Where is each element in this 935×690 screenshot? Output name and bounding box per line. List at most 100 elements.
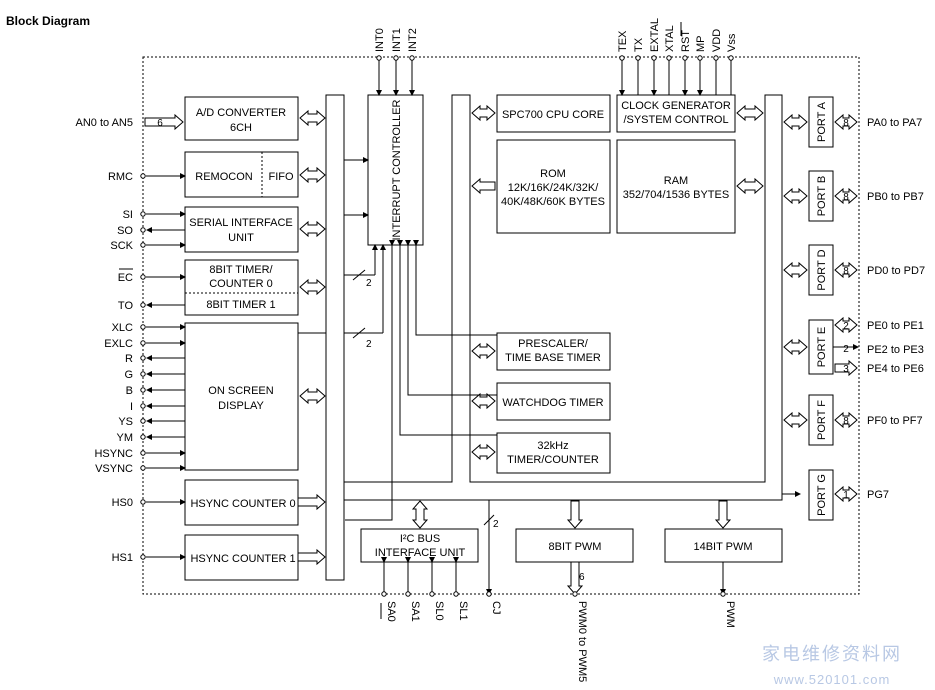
bottom-pin-label: SA1	[409, 601, 421, 622]
pin-labels: AN0 to AN5RMCSISOSCKECTOXLCEXLCRGBIYSYMH…	[76, 18, 926, 682]
bottom-pin-label: SL0	[433, 601, 445, 621]
bottom-pin-label: PWM0 to PWM5	[576, 601, 588, 682]
right-pin-label: PA0 to PA7	[867, 117, 922, 129]
pin-marker	[409, 55, 415, 61]
hsync-counter-1-block: HSYNC COUNTER 1	[184, 534, 299, 581]
port-e-block: PORT E	[808, 319, 834, 375]
pin-marker	[140, 340, 146, 346]
pin-marker	[140, 403, 146, 409]
top-pin-label: VDD	[711, 29, 723, 52]
clock-generator-block: CLOCK GENERATOR /SYSTEM CONTROL	[616, 94, 736, 133]
svg-text:PORT A: PORT A	[816, 101, 828, 142]
timer-block: 8BIT TIMER/ COUNTER 0 8BIT TIMER 1	[184, 259, 299, 316]
bus-width-portd: 8	[843, 266, 849, 277]
svg-text:ROM: ROM	[540, 168, 566, 180]
port-g-pin-arrow	[834, 485, 858, 503]
pin-marker	[728, 55, 734, 61]
pin-marker	[140, 355, 146, 361]
pin-marker	[140, 418, 146, 424]
svg-text:8BIT TIMER 1: 8BIT TIMER 1	[206, 299, 275, 311]
svg-text:352/704/1536 BYTES: 352/704/1536 BYTES	[623, 189, 729, 201]
interrupt-controller-block: INTERRUPT CONTROLLER	[367, 94, 424, 246]
left-pin-label: XLC	[112, 322, 133, 334]
pin-marker	[572, 591, 578, 597]
port-d-bus-arrow	[783, 261, 808, 279]
pin-marker	[140, 302, 146, 308]
svg-text:PRESCALER/: PRESCALER/	[518, 338, 589, 350]
cpu-bus-arrow	[471, 104, 496, 122]
bottom-pin-label: SA0	[385, 601, 397, 622]
bus-width-pe46: 3	[843, 364, 849, 375]
pin-marker	[140, 211, 146, 217]
svg-text:FIFO: FIFO	[268, 171, 293, 183]
pin-marker	[140, 465, 146, 471]
serial-bus-arrow	[299, 220, 326, 238]
left-pin-label: HS1	[112, 552, 133, 564]
rom-bus-arrow	[471, 177, 496, 195]
left-pin-label: YS	[118, 416, 133, 428]
svg-text:SERIAL INTERFACE: SERIAL INTERFACE	[189, 217, 293, 229]
adc-bus-arrow	[299, 109, 326, 127]
pin-marker	[720, 591, 726, 597]
bottom-pin-label: PWM	[724, 601, 736, 628]
i2c-block: I²C BUS INTERFACE UNIT	[360, 528, 479, 563]
left-pin-label: G	[124, 369, 133, 381]
left-pin-label: SO	[117, 225, 133, 237]
pin-marker	[140, 387, 146, 393]
top-pin-label: INT0	[374, 28, 386, 52]
bus-width-portf: 8	[843, 416, 849, 427]
svg-text:REMOCON: REMOCON	[195, 171, 253, 183]
pin-marker	[140, 499, 146, 505]
svg-text:CLOCK GENERATOR: CLOCK GENERATOR	[621, 100, 731, 112]
watermark-url: www.520101.com	[773, 672, 891, 687]
i2c-bus-arrow	[411, 500, 429, 529]
pe01-pin-arrow	[834, 316, 858, 334]
svg-text:12K/16K/24K/32K/: 12K/16K/24K/32K/	[508, 182, 599, 194]
pin-marker	[619, 55, 625, 61]
svg-text:SPC700 CPU CORE: SPC700 CPU CORE	[502, 109, 604, 121]
prescaler-block: PRESCALER/ TIME BASE TIMER	[496, 332, 611, 371]
svg-text:DISPLAY: DISPLAY	[218, 400, 264, 412]
svg-text:INTERFACE UNIT: INTERFACE UNIT	[375, 547, 466, 559]
svg-text:UNIT: UNIT	[228, 232, 254, 244]
port-d-pin-arrow	[834, 261, 858, 279]
svg-text:A/D CONVERTER: A/D CONVERTER	[196, 107, 286, 119]
adc-input-arrow	[144, 113, 184, 131]
svg-text:PORT G: PORT G	[816, 474, 828, 516]
svg-text:14BIT PWM: 14BIT PWM	[693, 541, 752, 553]
watermark-cn: 家电维修资料网	[762, 644, 902, 664]
bus-width-portb: 8	[843, 192, 849, 203]
bus-width-adc: 6	[157, 118, 163, 129]
pwm8-block: 8BIT PWM	[515, 528, 634, 563]
svg-text:8BIT PWM: 8BIT PWM	[549, 541, 602, 553]
svg-text:2: 2	[366, 278, 372, 289]
pin-marker	[666, 55, 672, 61]
bus-width-pwm: 6	[579, 572, 585, 583]
timer-32khz-block: 32kHz TIMER/COUNTER	[496, 432, 611, 474]
bottom-pin-label: CJ	[490, 601, 502, 614]
svg-text:8BIT TIMER/: 8BIT TIMER/	[209, 264, 273, 276]
right-pin-label: PF0 to PF7	[867, 415, 923, 427]
pe46-pin-arrow	[834, 359, 858, 377]
pin-marker	[429, 591, 435, 597]
port-b-pin-arrow	[834, 187, 858, 205]
pwm8-bus-arrow	[566, 500, 584, 529]
pin-marker	[713, 55, 719, 61]
right-pin-label: PE2 to PE3	[867, 344, 924, 356]
cpu-core-block: SPC700 CPU CORE	[496, 94, 611, 133]
top-pin-label: Vss	[726, 33, 738, 52]
hsync1-bus-arrow	[297, 548, 326, 566]
diagram-title: Block Diagram	[6, 14, 90, 28]
pin-marker	[393, 55, 399, 61]
pin-marker	[140, 242, 146, 248]
pin-marker	[697, 55, 703, 61]
port-b-bus-arrow	[783, 187, 808, 205]
pin-marker	[453, 591, 459, 597]
pin-marker	[405, 591, 411, 597]
pin-marker	[376, 55, 382, 61]
right-pin-label: PD0 to PD7	[867, 265, 925, 277]
bottom-wiring: 2	[381, 500, 726, 595]
left-pin-label: HSYNC	[94, 448, 133, 460]
svg-text:ON SCREEN: ON SCREEN	[208, 385, 273, 397]
